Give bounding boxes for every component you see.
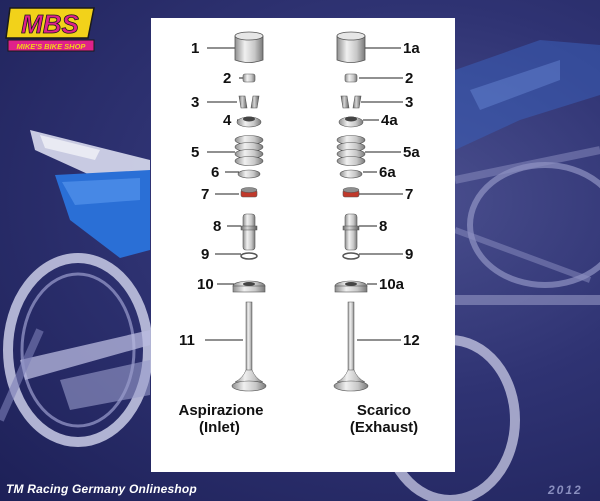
- inlet-part-label-10: 10: [197, 276, 214, 293]
- inlet-part-label-7: 7: [201, 186, 210, 203]
- mbs-logo: MBS MIKE'S BIKE SHOP: [5, 7, 95, 52]
- svg-text:MIKE'S BIKE SHOP: MIKE'S BIKE SHOP: [17, 42, 87, 51]
- year-watermark: 2012: [548, 483, 583, 497]
- inlet-caption-title: Aspirazione: [178, 402, 264, 419]
- exhaust-part-label-12: 12: [403, 332, 420, 349]
- valve-parts-drawing: [205, 31, 403, 392]
- exhaust-part-label-3: 3: [405, 94, 414, 111]
- exhaust-part-label-1a: 1a: [403, 40, 420, 57]
- exhaust-part-label-4a: 4a: [381, 112, 398, 129]
- inlet-part-label-11: 11: [179, 332, 195, 349]
- exhaust-caption-title: Scarico: [356, 402, 412, 419]
- exhaust-part-label-2: 2: [405, 70, 414, 87]
- inlet-part-label-9: 9: [201, 246, 210, 263]
- exhaust-part-label-6a: 6a: [379, 164, 396, 181]
- exhaust-part-label-7: 7: [405, 186, 414, 203]
- inlet-part-label-1: 1: [191, 40, 200, 57]
- exhaust-part-label-10a: 10a: [379, 276, 405, 293]
- inlet-valve-assembly: [205, 31, 267, 392]
- inlet-caption: Aspirazione (Inlet): [159, 402, 283, 437]
- inlet-part-label-2: 2: [223, 70, 232, 87]
- inlet-part-label-5: 5: [191, 144, 200, 161]
- exhaust-part-label-9: 9: [405, 246, 414, 263]
- exhaust-part-label-5a: 5a: [403, 144, 420, 161]
- svg-text:MBS: MBS: [21, 9, 79, 39]
- inlet-caption-subtitle: (Inlet): [199, 419, 240, 437]
- exhaust-part-label-8: 8: [379, 218, 388, 235]
- exhaust-caption: Scarico (Exhaust): [331, 402, 437, 437]
- inlet-part-label-3: 3: [191, 94, 200, 111]
- inlet-part-label-4: 4: [223, 112, 232, 129]
- exhaust-valve-assembly: [333, 31, 403, 392]
- valve-diagram-panel: 1 2 3 4 5 6 7 8 9 10 11 1a 2 3 4a 5a 6a …: [151, 18, 455, 472]
- exhaust-caption-subtitle: (Exhaust): [349, 419, 419, 437]
- shop-footer-text: TM Racing Germany Onlineshop: [6, 482, 197, 496]
- inlet-part-label-6: 6: [211, 164, 220, 181]
- inlet-part-label-8: 8: [213, 218, 222, 235]
